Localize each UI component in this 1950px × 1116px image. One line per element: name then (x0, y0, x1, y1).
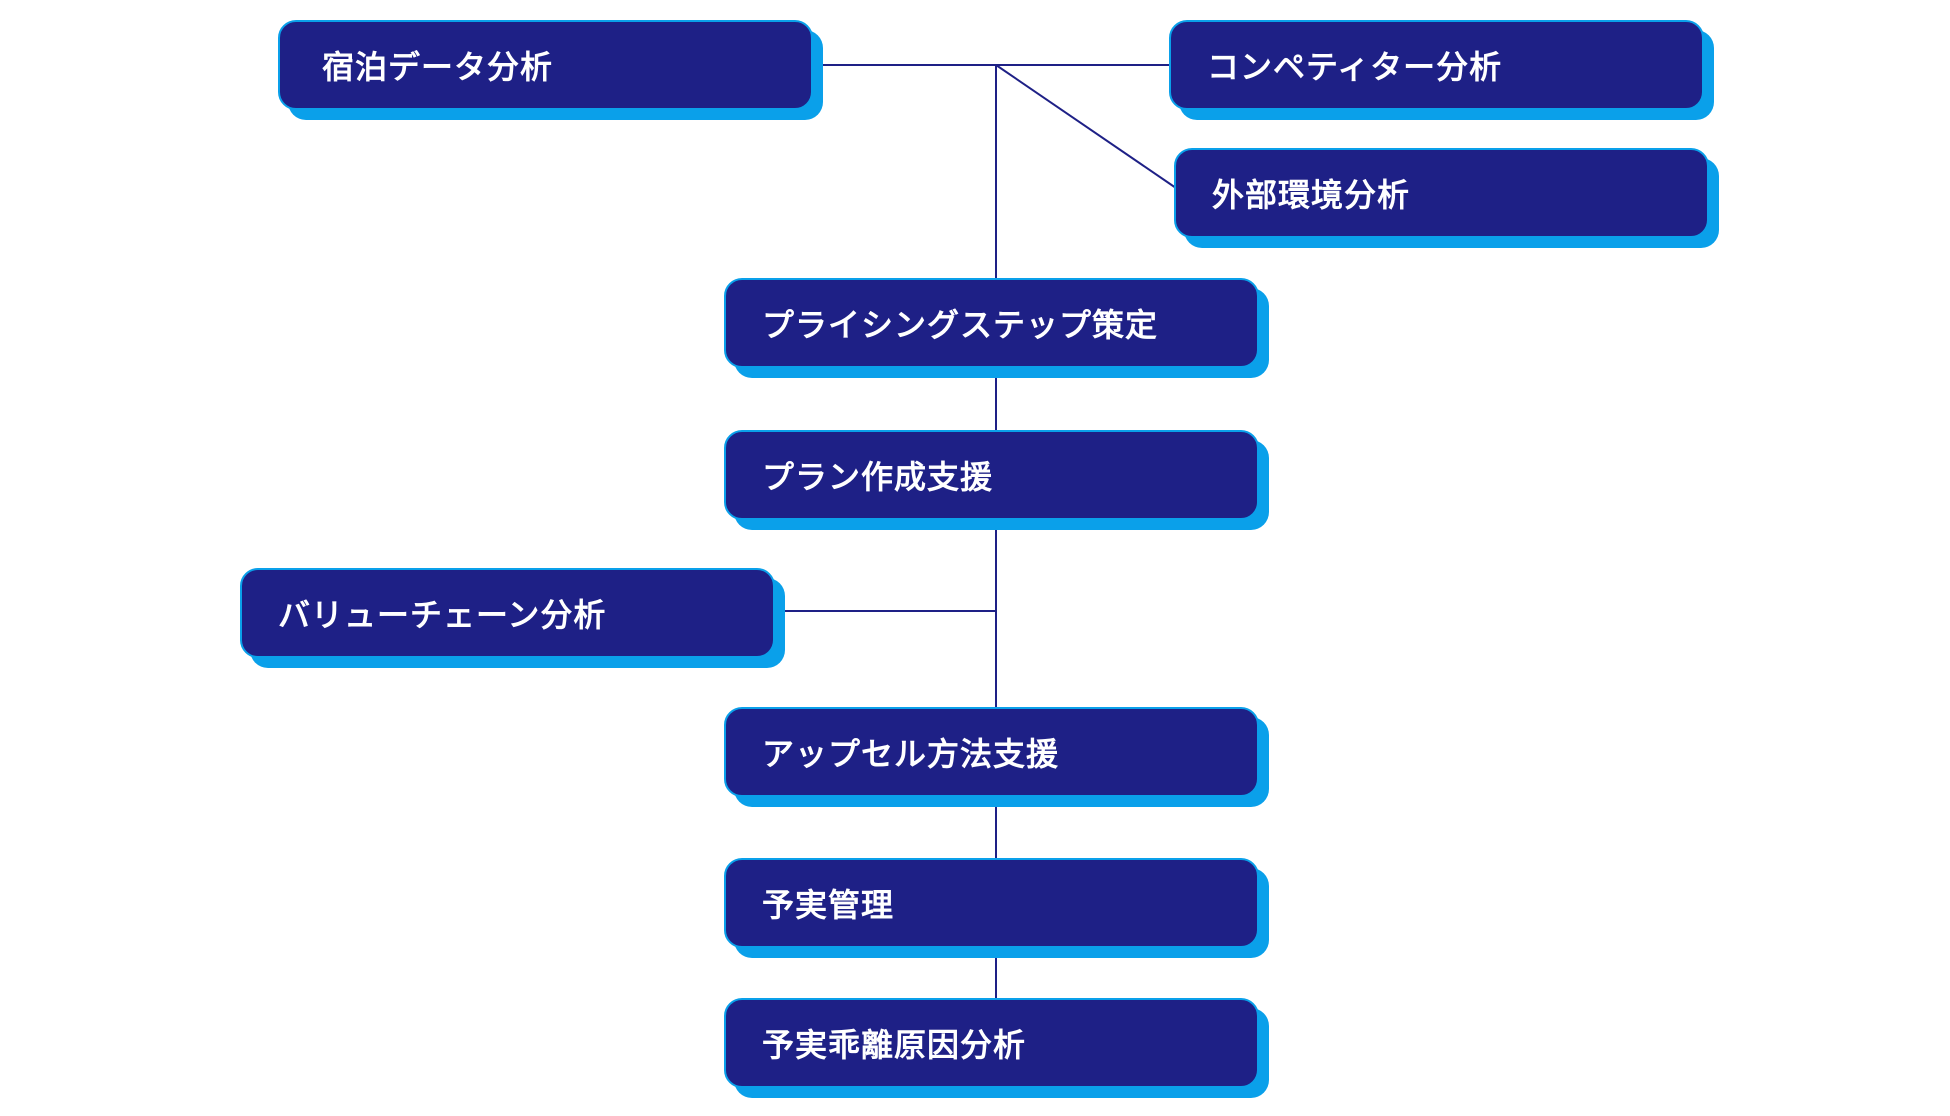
node-label: プライシングステップ策定 (762, 306, 1159, 344)
node-box: バリューチェーン分析 (240, 568, 775, 658)
connector-diagonal-external (995, 64, 1177, 189)
node-box: アップセル方法支援 (724, 707, 1259, 797)
node-pricing-step-planning: プライシングステップ策定 (724, 278, 1269, 378)
node-box: 外部環境分析 (1174, 148, 1709, 238)
node-label: コンペティター分析 (1207, 48, 1503, 86)
node-value-chain-analysis: バリューチェーン分析 (240, 568, 785, 668)
node-label: 予実乖離原因分析 (762, 1026, 1027, 1064)
node-budget-actual-gap-analysis: 予実乖離原因分析 (724, 998, 1269, 1098)
node-budget-actual-management: 予実管理 (724, 858, 1269, 958)
node-box: プライシングステップ策定 (724, 278, 1259, 368)
node-label: 外部環境分析 (1212, 176, 1411, 214)
node-box: 予実管理 (724, 858, 1259, 948)
node-external-environment-analysis: 外部環境分析 (1174, 148, 1719, 248)
node-box: プラン作成支援 (724, 430, 1259, 520)
node-label: プラン作成支援 (762, 458, 994, 496)
node-upsell-method-support: アップセル方法支援 (724, 707, 1269, 807)
node-label: 予実管理 (762, 886, 895, 924)
node-box: 予実乖離原因分析 (724, 998, 1259, 1088)
node-label: バリューチェーン分析 (278, 596, 607, 634)
node-plan-creation-support: プラン作成支援 (724, 430, 1269, 530)
node-box: コンペティター分析 (1169, 20, 1704, 110)
node-competitor-analysis: コンペティター分析 (1169, 20, 1714, 120)
node-label: アップセル方法支援 (762, 735, 1060, 773)
node-box: 宿泊データ分析 (278, 20, 813, 110)
node-label: 宿泊データ分析 (322, 48, 554, 86)
node-accommodation-data-analysis: 宿泊データ分析 (278, 20, 823, 120)
